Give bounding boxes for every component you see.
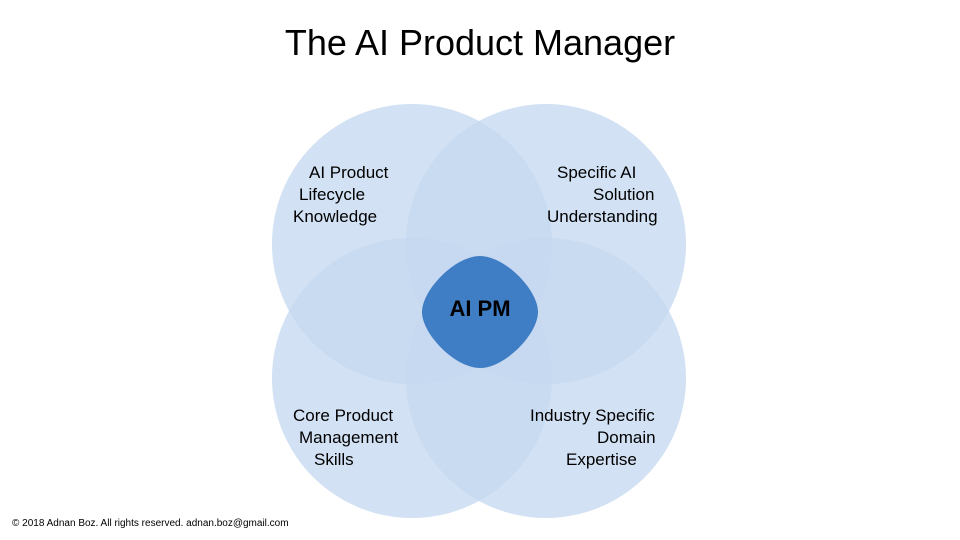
label-ai-product-lifecycle: AI Product Lifecycle Knowledge xyxy=(293,163,389,226)
copyright-footer: © 2018 Adnan Boz. All rights reserved. a… xyxy=(12,518,289,529)
label-industry-domain-expertise: Industry Specific Domain Expertise xyxy=(530,406,656,469)
center-label-ai-pm: AI PM xyxy=(449,296,511,321)
slide-title: The AI Product Manager xyxy=(284,22,676,63)
label-specific-ai-solution: Specific AI Solution Understanding xyxy=(547,163,658,226)
center-intersection xyxy=(422,256,538,368)
label-core-product-management: Core Product Management Skills xyxy=(293,406,399,469)
